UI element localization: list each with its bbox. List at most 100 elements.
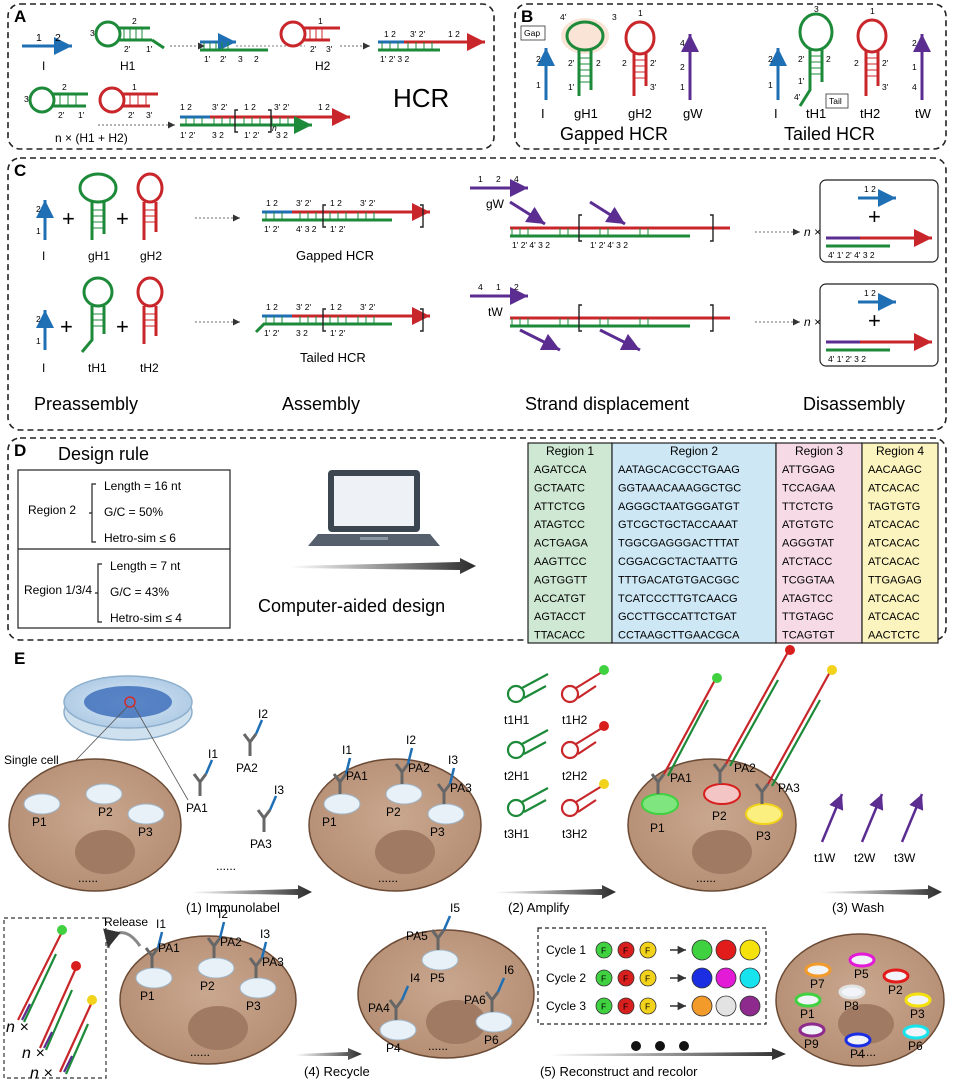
- hairpin-gh1: 4'32'21': [560, 12, 617, 96]
- svg-text:1 2: 1 2: [330, 302, 342, 312]
- washer-t1w: t1W: [814, 851, 836, 865]
- pseudo-color-dot: [691, 939, 713, 961]
- hairpin-h2-stem: [575, 727, 603, 755]
- hairpin-pair-repeat: 322'1' 12'3': [24, 82, 158, 120]
- rule-region134-length: Length = 7 nt: [110, 559, 181, 573]
- hairpin-h1-stem: [521, 787, 549, 813]
- protein-p2: P2: [98, 805, 113, 819]
- svg-text:3': 3': [146, 110, 153, 120]
- svg-text:2: 2: [36, 204, 41, 214]
- hairpin-h1-stem: [521, 673, 549, 699]
- table-cell: CGGACGCTACTAATTG: [618, 556, 738, 568]
- table-cell: ATCACAC: [868, 556, 920, 568]
- gap-tag: Gap: [524, 28, 540, 38]
- c-step-disassembly: Disassembly: [803, 394, 905, 414]
- fluorophore-letter: F: [645, 946, 650, 956]
- svg-text:2': 2': [128, 110, 135, 120]
- svg-text:1': 1': [146, 44, 153, 54]
- svg-text:2: 2: [36, 314, 41, 324]
- recolored-protein-label: P2: [888, 983, 903, 997]
- table-cell: AGATCCA: [534, 464, 587, 476]
- cell-initial: P1 P2 P3 ......: [8, 758, 182, 892]
- table-cell: ATCTACC: [782, 556, 832, 568]
- svg-text:2: 2: [254, 54, 259, 64]
- hairpin-h2-stem: [575, 671, 603, 699]
- petri-dish-icon: [63, 675, 193, 741]
- table-cell: TTACACC: [534, 630, 585, 642]
- hairpin-label: t2H1: [504, 769, 530, 783]
- panel-e: E Single cell P1 P2 P3 ...... I1: [3, 645, 945, 1082]
- svg-text:+: +: [62, 206, 75, 231]
- tail-tag: Tail: [829, 96, 842, 106]
- recolored-protein-label: P5: [854, 967, 869, 981]
- table-cell: TCGGTAA: [782, 574, 835, 586]
- table-column-bg: [527, 442, 613, 644]
- svg-text:1: 1: [768, 80, 773, 90]
- svg-text:1 2: 1 2: [318, 102, 330, 112]
- svg-text:1' 2': 1' 2': [264, 328, 279, 338]
- fluorophore-icon: [639, 997, 657, 1015]
- table-cell: ATCACAC: [868, 538, 920, 550]
- recolored-protein-label: P9: [804, 1037, 819, 1051]
- panel-a-label: A: [14, 7, 26, 26]
- hairpin-label: t1H2: [562, 713, 588, 727]
- c2-i1: I1: [342, 743, 352, 757]
- svg-text:2: 2: [768, 54, 773, 64]
- c-tailed-i: I: [42, 361, 45, 375]
- c-tailed-th1: tH1: [88, 361, 107, 375]
- svg-text:2': 2': [58, 110, 65, 120]
- recolored-protein-label: P3: [910, 1007, 925, 1021]
- single-cell-label: Single cell: [4, 753, 59, 767]
- release-label: Release: [104, 915, 148, 929]
- fluorophore-letter: F: [623, 974, 628, 984]
- c3-pa1: PA1: [670, 771, 692, 785]
- fluorophore-icon: [595, 941, 613, 959]
- table-cell: ATAGTCC: [782, 593, 833, 605]
- step-immunolabel: (1) Immunolabel: [186, 900, 280, 915]
- table-cell: ATGTGTC: [782, 519, 834, 531]
- th2-label: tH2: [860, 106, 880, 121]
- table-cell: ATTGGAG: [782, 464, 835, 476]
- c5-p6: P6: [484, 1033, 499, 1047]
- table-cell: ATCACAC: [868, 519, 920, 531]
- svg-text:3 2: 3 2: [276, 130, 288, 140]
- cell-labeled: I1 I2 I3 PA1 PA2 PA3 P1 P2 P3 ......: [308, 733, 482, 892]
- panel-b-label: B: [521, 7, 533, 26]
- recolored-protein-label: P6: [908, 1039, 923, 1053]
- hairpin-th1: 32'21'4': [794, 4, 834, 107]
- svg-text:1: 1: [132, 82, 137, 92]
- svg-text:2: 2: [826, 54, 831, 64]
- gh2-label: gH2: [628, 106, 652, 121]
- svg-text:1' 2': 1' 2': [264, 224, 279, 234]
- table-cell: AGGGCTAATGGGATGT: [618, 501, 740, 513]
- svg-text:1: 1: [496, 282, 501, 292]
- c3-pa2: PA2: [734, 761, 756, 775]
- recolored-protein-label: P4: [850, 1047, 865, 1061]
- panel-d-label: D: [14, 441, 26, 460]
- svg-text:2: 2: [912, 38, 917, 48]
- panel-c-label: C: [14, 161, 26, 180]
- svg-text:1: 1: [36, 336, 41, 346]
- svg-text:4: 4: [478, 282, 483, 292]
- svg-text:2: 2: [55, 32, 61, 44]
- table-cell: TCCAGAA: [782, 482, 836, 494]
- svg-text:1 2: 1 2: [244, 102, 256, 112]
- free-antibodies: I1 PA1 I2 PA2 I3 PA3 ......: [186, 707, 284, 873]
- svg-text:I: I: [541, 106, 545, 121]
- svg-text:1: 1: [638, 8, 643, 18]
- svg-text:4' 1' 2' 4' 3 2: 4' 1' 2' 4' 3 2: [828, 250, 875, 260]
- hairpin-label: t3H2: [562, 827, 588, 841]
- table-cell: ATCACAC: [868, 611, 920, 623]
- table-cell: CCTAAGCTTGAACGCA: [618, 630, 740, 642]
- table-cell: ATTCTCG: [534, 501, 585, 513]
- svg-text:1: 1: [680, 82, 685, 92]
- svg-text:3' 2': 3' 2': [274, 102, 289, 112]
- release-n1: n ×: [6, 1019, 29, 1036]
- recolored-protein-label: P8: [844, 999, 859, 1013]
- released-duplexes: n × n × n ×: [6, 925, 97, 1082]
- release-n2: n ×: [22, 1045, 45, 1062]
- antibody-pa2-free: PA2: [236, 761, 258, 775]
- c4-i1: I1: [156, 917, 166, 931]
